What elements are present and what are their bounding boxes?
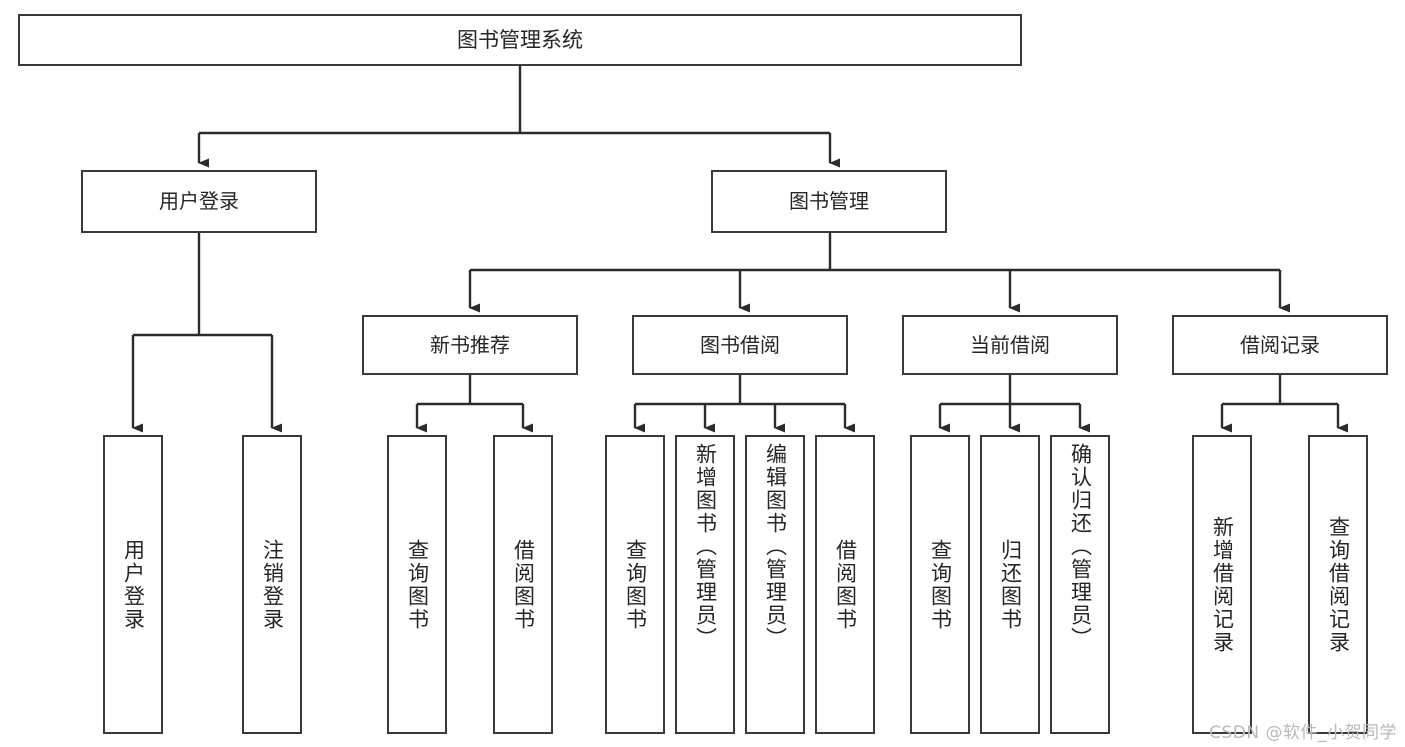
- node-leaf-add-book[interactable]: 新增图书（管理员）: [675, 435, 735, 734]
- node-leaf-confirm-return-label: 确认归还（管理员）: [1068, 443, 1093, 650]
- node-book-borrow[interactable]: 图书借阅: [632, 315, 848, 375]
- node-leaf-query-record-label: 查询借阅记录: [1326, 515, 1351, 654]
- node-leaf-return-book[interactable]: 归还图书: [980, 435, 1040, 734]
- node-current-borrow-label: 当前借阅: [970, 332, 1050, 357]
- node-root[interactable]: 图书管理系统: [18, 14, 1022, 66]
- csdn-watermark: CSDN @软件_小贺同学: [1209, 723, 1397, 743]
- node-borrow-record-label: 借阅记录: [1240, 332, 1320, 357]
- node-leaf-borrow-book-1[interactable]: 借阅图书: [493, 435, 553, 734]
- node-leaf-query-book-2-label: 查询图书: [623, 538, 648, 631]
- node-leaf-user-login[interactable]: 用户登录: [103, 435, 163, 734]
- node-leaf-query-book-1-label: 查询图书: [405, 538, 430, 631]
- node-leaf-user-logout-label: 注销登录: [260, 538, 285, 631]
- node-new-book-recommend-label: 新书推荐: [430, 332, 510, 357]
- node-leaf-query-book-2[interactable]: 查询图书: [605, 435, 665, 734]
- node-new-book-recommend[interactable]: 新书推荐: [362, 315, 578, 375]
- node-leaf-query-book-1[interactable]: 查询图书: [387, 435, 447, 734]
- node-leaf-query-record[interactable]: 查询借阅记录: [1308, 435, 1368, 734]
- node-leaf-add-record[interactable]: 新增借阅记录: [1192, 435, 1252, 734]
- node-user-login-label: 用户登录: [159, 189, 239, 213]
- node-book-borrow-label: 图书借阅: [700, 332, 780, 357]
- node-leaf-edit-book-label: 编辑图书（管理员）: [763, 443, 788, 650]
- node-leaf-add-record-label: 新增借阅记录: [1210, 515, 1235, 654]
- node-borrow-record[interactable]: 借阅记录: [1172, 315, 1388, 375]
- node-current-borrow[interactable]: 当前借阅: [902, 315, 1118, 375]
- node-leaf-query-book-3[interactable]: 查询图书: [910, 435, 970, 734]
- node-leaf-user-login-label: 用户登录: [121, 538, 146, 631]
- node-leaf-return-book-label: 归还图书: [998, 538, 1023, 631]
- node-leaf-confirm-return[interactable]: 确认归还（管理员）: [1050, 435, 1110, 734]
- node-leaf-borrow-book-2[interactable]: 借阅图书: [815, 435, 875, 734]
- node-leaf-edit-book[interactable]: 编辑图书（管理员）: [745, 435, 805, 734]
- node-root-label: 图书管理系统: [457, 27, 583, 52]
- node-user-login[interactable]: 用户登录: [81, 170, 317, 233]
- node-leaf-user-logout[interactable]: 注销登录: [242, 435, 302, 734]
- node-book-manage[interactable]: 图书管理: [711, 170, 947, 233]
- node-book-manage-label: 图书管理: [789, 189, 869, 213]
- node-leaf-query-book-3-label: 查询图书: [928, 538, 953, 631]
- node-leaf-borrow-book-1-label: 借阅图书: [511, 538, 536, 631]
- node-leaf-add-book-label: 新增图书（管理员）: [693, 443, 718, 650]
- node-leaf-borrow-book-2-label: 借阅图书: [833, 538, 858, 631]
